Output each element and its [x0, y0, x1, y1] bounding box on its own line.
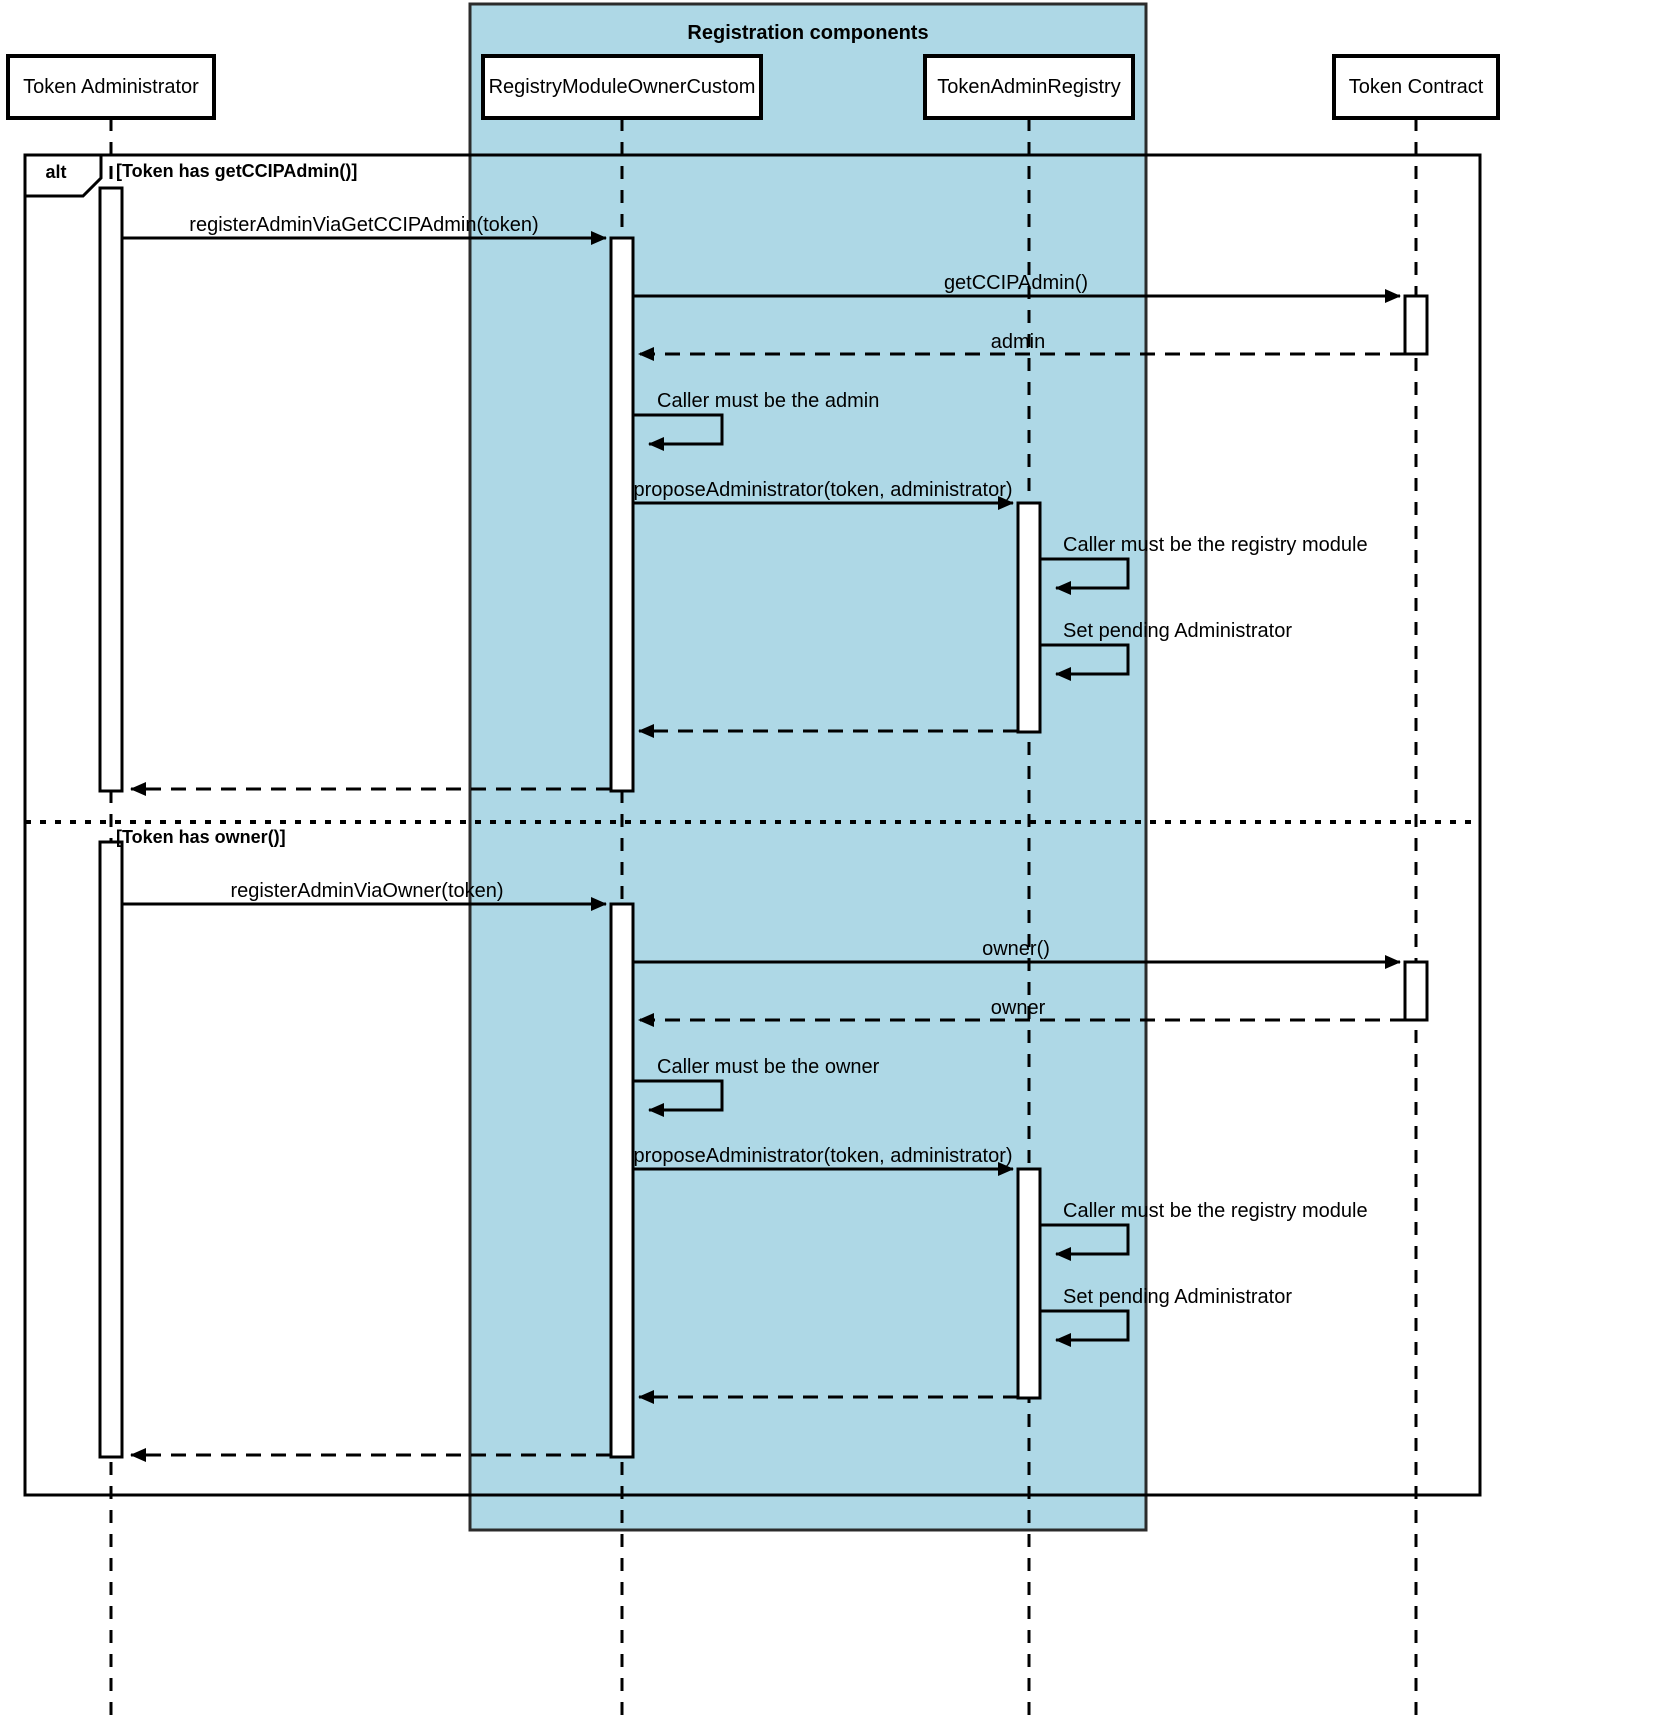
- alt-guard-2: [Token has owner()]: [116, 827, 286, 847]
- participant-label-registry-module: RegistryModuleOwnerCustom: [488, 76, 756, 98]
- message-arrows: [122, 231, 1405, 1462]
- participant-box-admin: [6, 54, 216, 120]
- message-label-4: Caller must be the admin: [657, 390, 880, 412]
- message-label-16: Set pending Administrator: [1063, 1286, 1293, 1308]
- participant-box-token-admin-registry: [923, 54, 1135, 120]
- message-label-12: owner: [990, 997, 1046, 1019]
- alt-guard-1: [Token has getCCIPAdmin()]: [116, 161, 358, 181]
- group-title: Registration components: [687, 22, 929, 44]
- participant-box-registry-module: [481, 54, 763, 120]
- alt-fragment-frame: [23, 153, 1482, 1497]
- message-label-11: owner(): [982, 938, 1050, 960]
- arrow-msg-16: [1040, 1309, 1130, 1347]
- message-label-7: Set pending Administrator: [1063, 620, 1293, 642]
- participant-label-token-admin-registry: TokenAdminRegistry: [937, 76, 1121, 98]
- message-label-10: registerAdminViaOwner(token): [230, 880, 504, 902]
- group-registration-components: [468, 2, 1148, 1532]
- activation-registry-module-1: [609, 236, 635, 793]
- participant-label-token-contract: Token Contract: [1348, 76, 1484, 98]
- activation-token-admin-registry-2: [1016, 1167, 1042, 1400]
- arrow-msg-4: [633, 413, 724, 451]
- activation-token-admin-registry-1: [1016, 501, 1042, 734]
- participant-box-token-contract: [1332, 54, 1500, 120]
- participant-boxes: [6, 54, 1500, 120]
- message-label-14: proposeAdministrator(token, administrato…: [633, 1145, 1013, 1167]
- participant-label-admin: Token Administrator: [23, 76, 199, 98]
- activation-admin-2: [98, 840, 124, 1459]
- message-label-13: Caller must be the owner: [657, 1056, 880, 1078]
- message-label-3: admin: [990, 331, 1046, 353]
- arrow-msg-13: [633, 1079, 724, 1117]
- message-label-15: Caller must be the registry module: [1063, 1200, 1368, 1222]
- arrow-msg-6: [1040, 557, 1130, 595]
- alt-operator-label: alt: [45, 162, 67, 182]
- message-label-2: getCCIPAdmin(): [943, 272, 1089, 294]
- message-label-1: registerAdminViaGetCCIPAdmin(token): [189, 214, 539, 236]
- message-label-6: Caller must be the registry module: [1063, 534, 1368, 556]
- activation-admin-1: [98, 186, 124, 793]
- activation-token-contract-1: [1403, 294, 1429, 356]
- activation-bars: [98, 186, 1429, 1459]
- message-label-5: proposeAdministrator(token, administrato…: [633, 479, 1013, 501]
- arrow-msg-15: [1040, 1223, 1130, 1261]
- activation-token-contract-2: [1403, 960, 1429, 1022]
- arrow-msg-7: [1040, 643, 1130, 681]
- activation-registry-module-2: [609, 902, 635, 1459]
